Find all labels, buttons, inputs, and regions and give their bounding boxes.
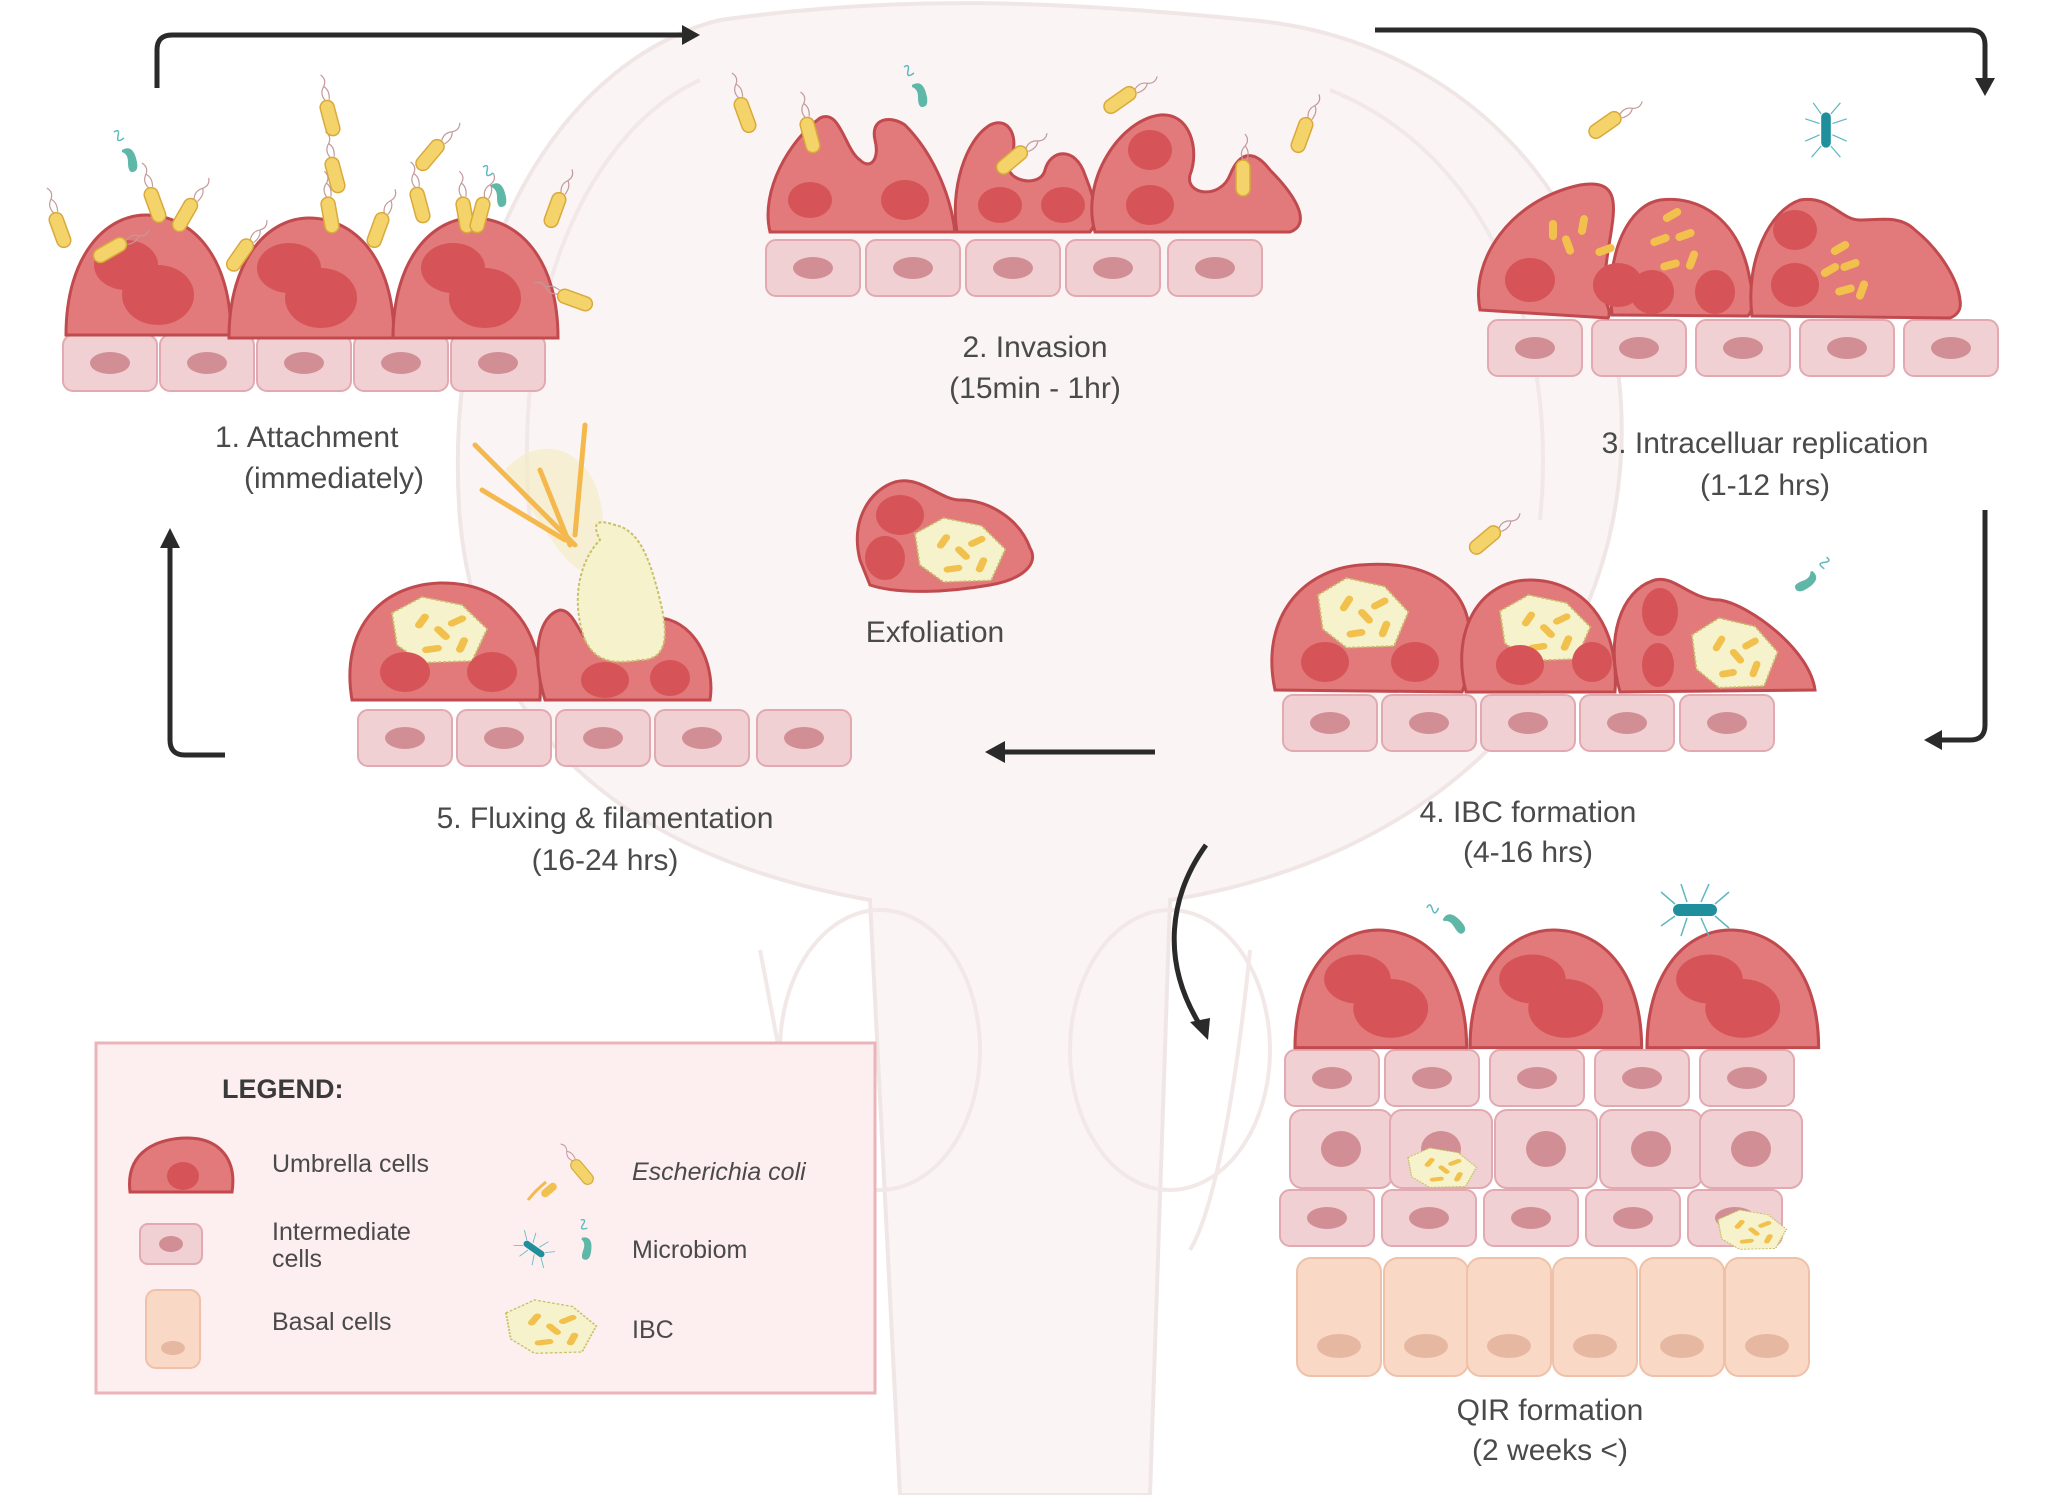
arrow-1-to-2: [154, 32, 685, 88]
stage-label-invasion: 2. Invasion: [962, 331, 1107, 364]
stage-label-replication: 3. Intracelluar replication: [1602, 427, 1929, 460]
umbrella-cell-layer: [64, 213, 560, 340]
microbiome-bacterium: [1788, 556, 1837, 594]
legend-label-ecoli: Escherichia coli: [632, 1158, 807, 1186]
legend-box: [94, 1041, 877, 1395]
stage-timing-ibc: (4-16 hrs): [1463, 836, 1593, 869]
microbiome-bacterium: [1660, 883, 1730, 937]
microbiome-bacterium: [113, 129, 139, 173]
ecoli-bacterium: [1585, 93, 1646, 142]
arrow-4-to-qir: [1171, 843, 1209, 1027]
stage-qir-formation: QIR formation (2 weeks <): [1279, 883, 1821, 1467]
stage-label-ibc: 4. IBC formation: [1420, 796, 1637, 829]
legend: LEGEND: Umbrella cells Intermediate cell…: [94, 1041, 877, 1395]
legend-title: LEGEND:: [222, 1074, 344, 1104]
legend-label-ibc: IBC: [632, 1316, 674, 1344]
arrow-2-to-3: [1375, 27, 1988, 80]
stage-fluxing: 5. Fluxing & filamentation (16-24 hrs): [348, 422, 852, 877]
exfoliation: Exfoliation: [855, 479, 1034, 649]
legend-label-microbiome: Microbiom: [632, 1236, 747, 1264]
basal-cell-layer: [1296, 1257, 1810, 1377]
umbrella-cell-icon: [128, 1136, 235, 1194]
ecoli-icon: [526, 1140, 597, 1201]
stage-label-attachment: 1. Attachment: [215, 421, 399, 454]
cycle-arrows: [154, 25, 1995, 1040]
stage-attachment: 1. Attachment (immediately): [37, 72, 596, 495]
umbrella-cell-layer: [1293, 928, 1821, 1050]
stage-timing-qir: (2 weeks <): [1472, 1434, 1628, 1467]
stage-invasion: 2. Invasion (15min - 1hr): [722, 64, 1325, 405]
stage-timing-invasion: (15min - 1hr): [949, 372, 1121, 405]
intermediate-cell-icon: [139, 1223, 203, 1265]
stage-ibc-formation: 4. IBC formation (4-16 hrs): [1270, 505, 1837, 869]
microbiome-bacterium: [1425, 894, 1468, 944]
stage-timing-replication: (1-12 hrs): [1700, 469, 1830, 502]
intermediate-cell-layer: [765, 239, 1263, 297]
umbrella-cell-layer: [1477, 182, 1962, 320]
arrow-3-to-4: [1942, 510, 1988, 743]
legend-label-umbrella: Umbrella cells: [272, 1150, 429, 1178]
umbrella-cell-layer: [1270, 562, 1817, 694]
stage-label-fluxing: 5. Fluxing & filamentation: [437, 802, 774, 835]
arrow-5-to-1: [167, 545, 225, 758]
intermediate-cell-layer: [1282, 694, 1775, 752]
microbiome-bacterium: [1804, 102, 1848, 158]
stage-timing-fluxing: (16-24 hrs): [532, 844, 679, 877]
stage-label-qir: QIR formation: [1457, 1394, 1644, 1427]
intermediate-cell-layer: [357, 709, 852, 767]
stage-timing-attachment: (immediately): [244, 462, 424, 495]
exfoliation-label: Exfoliation: [866, 616, 1004, 649]
stage-replication: 3. Intracelluar replication (1-12 hrs): [1477, 93, 1999, 502]
intermediate-cell-layer: [62, 334, 546, 392]
legend-label-intermediate: Intermediate: [272, 1218, 411, 1246]
umbrella-cell-layer: [348, 521, 713, 702]
basal-cell-icon: [145, 1289, 201, 1369]
legend-label-intermediate-line2: cells: [272, 1245, 322, 1273]
legend-label-basal: Basal cells: [272, 1308, 392, 1336]
intermediate-cell-layer: [1487, 319, 1999, 377]
